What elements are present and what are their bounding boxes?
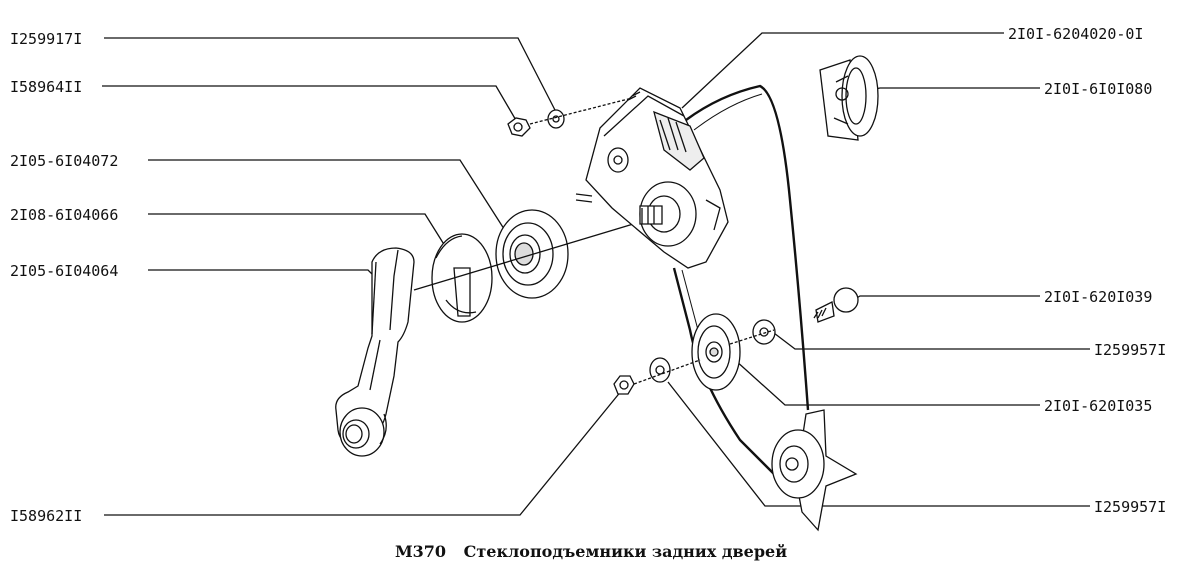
- washer-lower: [650, 358, 670, 382]
- nut-top: [508, 118, 530, 136]
- leader-lines-right: [668, 33, 1090, 506]
- caption-title: Стеклоподъемники задних дверей: [463, 542, 788, 561]
- part-label-right-2: 2I0I-6I0I080: [1044, 80, 1153, 98]
- part-label-left-4: 2I08-6I04066: [10, 206, 119, 224]
- bolt: [814, 288, 858, 322]
- caption-code: М370: [394, 542, 447, 561]
- part-label-left-5: 2I05-6I04064: [10, 262, 119, 280]
- slotted-washer: [432, 234, 492, 322]
- figure-caption: М370 Стеклоподъемники задних дверей: [0, 542, 1182, 561]
- part-label-left-6: I58962II: [10, 507, 83, 525]
- part-label-right-1: 2I0I-6204020-0I: [1008, 25, 1144, 43]
- lower-pulley-bracket: [772, 410, 856, 530]
- part-label-right-6: I259957I: [1094, 498, 1167, 516]
- washer-top: [548, 110, 564, 128]
- part-label-left-3: 2I05-6I04072: [10, 152, 119, 170]
- part-label-right-3: 2I0I-620I039: [1044, 288, 1153, 306]
- part-label-right-5: 2I0I-620I035: [1044, 397, 1153, 415]
- middle-roller: [692, 314, 740, 390]
- window-crank-handle: [336, 248, 414, 456]
- gear-mechanism: [576, 88, 728, 268]
- part-label-left-2: I58964II: [10, 78, 83, 96]
- part-label-left-1: I259917I: [10, 30, 83, 48]
- leader-lines-left: [102, 38, 622, 515]
- upper-pulley-bracket: [820, 56, 878, 140]
- assembly-axis: [414, 222, 640, 290]
- washer-right: [753, 320, 775, 344]
- part-label-right-4: I259957I: [1094, 341, 1167, 359]
- nut-lower: [614, 376, 634, 394]
